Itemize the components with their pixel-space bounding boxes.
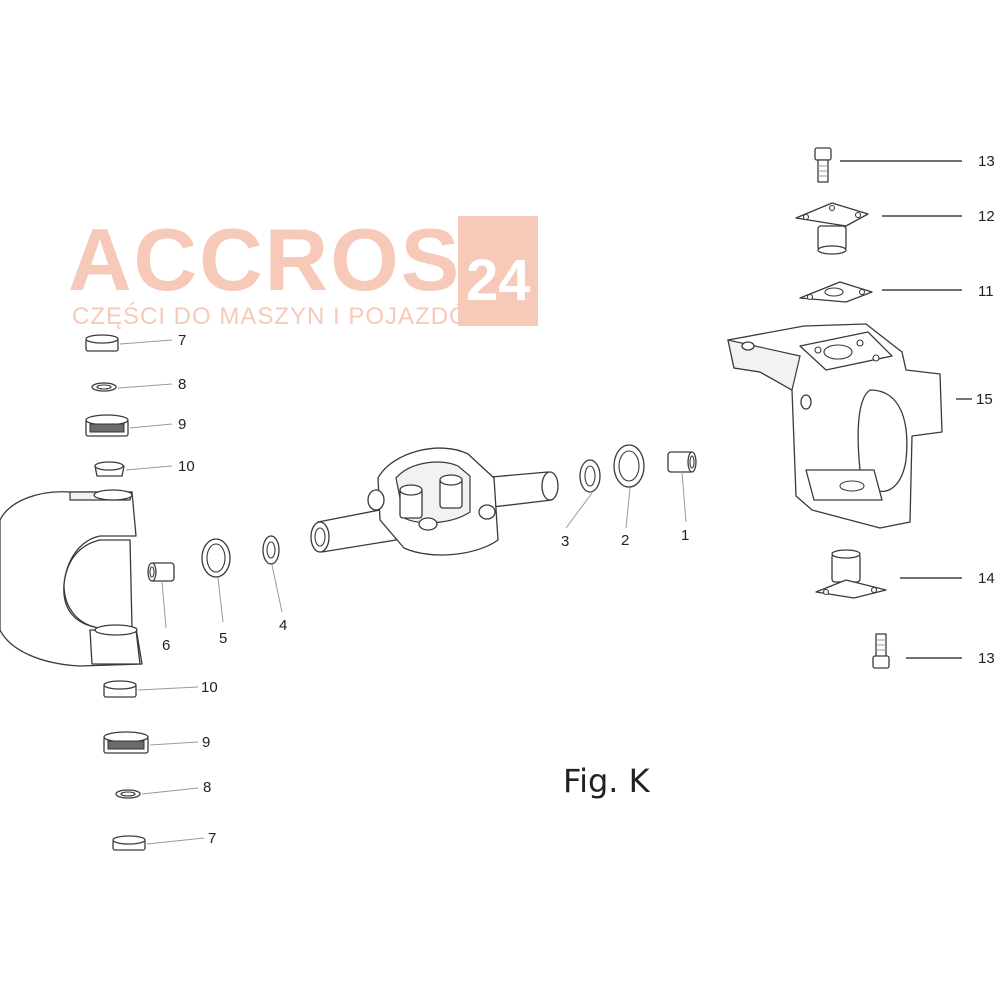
watermark-brand: ACCROS xyxy=(68,210,461,309)
part-7-bottom xyxy=(112,835,146,851)
part-1-bushing xyxy=(667,451,697,473)
part-14-bottom-cap xyxy=(815,549,887,599)
callout-10-top: 10 xyxy=(178,458,195,475)
callout-13-top: 13 xyxy=(978,153,995,170)
part-6-bushing xyxy=(147,562,175,582)
callout-8-top: 8 xyxy=(178,376,186,393)
callout-10-bottom: 10 xyxy=(201,679,218,696)
part-11-shim-plate xyxy=(799,281,873,303)
callout-6: 6 xyxy=(162,637,170,654)
callout-4: 4 xyxy=(279,617,287,634)
part-9-bottom xyxy=(103,731,149,754)
part-13-bottom-bolt xyxy=(872,633,890,669)
callout-12: 12 xyxy=(978,208,995,225)
part-10-top xyxy=(94,461,125,477)
part-5-ring xyxy=(201,538,231,578)
callout-1: 1 xyxy=(681,527,689,544)
part-8-bottom xyxy=(115,789,141,799)
callout-9-top: 9 xyxy=(178,416,186,433)
leader-lines xyxy=(117,160,972,845)
part-12-top-cap xyxy=(795,202,869,255)
callout-7-bottom: 7 xyxy=(208,830,216,847)
callout-5: 5 xyxy=(219,630,227,647)
watermark-logo: ACCROS 24 CZĘŚCI DO MASZYN I POJAZDÓW xyxy=(68,210,538,330)
part-4-washer xyxy=(262,535,280,565)
watermark-tagline: CZĘŚCI DO MASZYN I POJAZDÓW xyxy=(72,302,492,330)
callout-2: 2 xyxy=(621,532,629,549)
part-9-top xyxy=(85,414,129,437)
part-8-top xyxy=(91,382,117,392)
callout-labels: 7 8 9 10 10 9 8 7 6 5 4 3 2 1 13 12 11 1… xyxy=(162,153,995,847)
callout-15: 15 xyxy=(976,391,993,408)
callout-3: 3 xyxy=(561,533,569,550)
callout-7-top: 7 xyxy=(178,332,186,349)
part-10-bottom xyxy=(103,680,137,698)
part-15-knuckle xyxy=(727,323,943,529)
watermark-badge: 24 xyxy=(466,248,531,313)
callout-11: 11 xyxy=(978,283,994,300)
watermark-badge-box xyxy=(458,216,538,326)
part-13-top-bolt xyxy=(814,147,832,183)
part-2-ring xyxy=(613,444,645,488)
drive-shaft-assembly xyxy=(310,447,559,556)
callout-14: 14 xyxy=(978,570,995,587)
steering-yoke xyxy=(0,489,143,667)
part-3-washer xyxy=(579,459,601,493)
callout-8-bottom: 8 xyxy=(203,779,211,796)
part-7-top xyxy=(85,334,119,352)
figure-caption: Fig. K xyxy=(563,762,651,800)
callout-9-bottom: 9 xyxy=(202,734,210,751)
callout-13-bottom: 13 xyxy=(978,650,995,667)
